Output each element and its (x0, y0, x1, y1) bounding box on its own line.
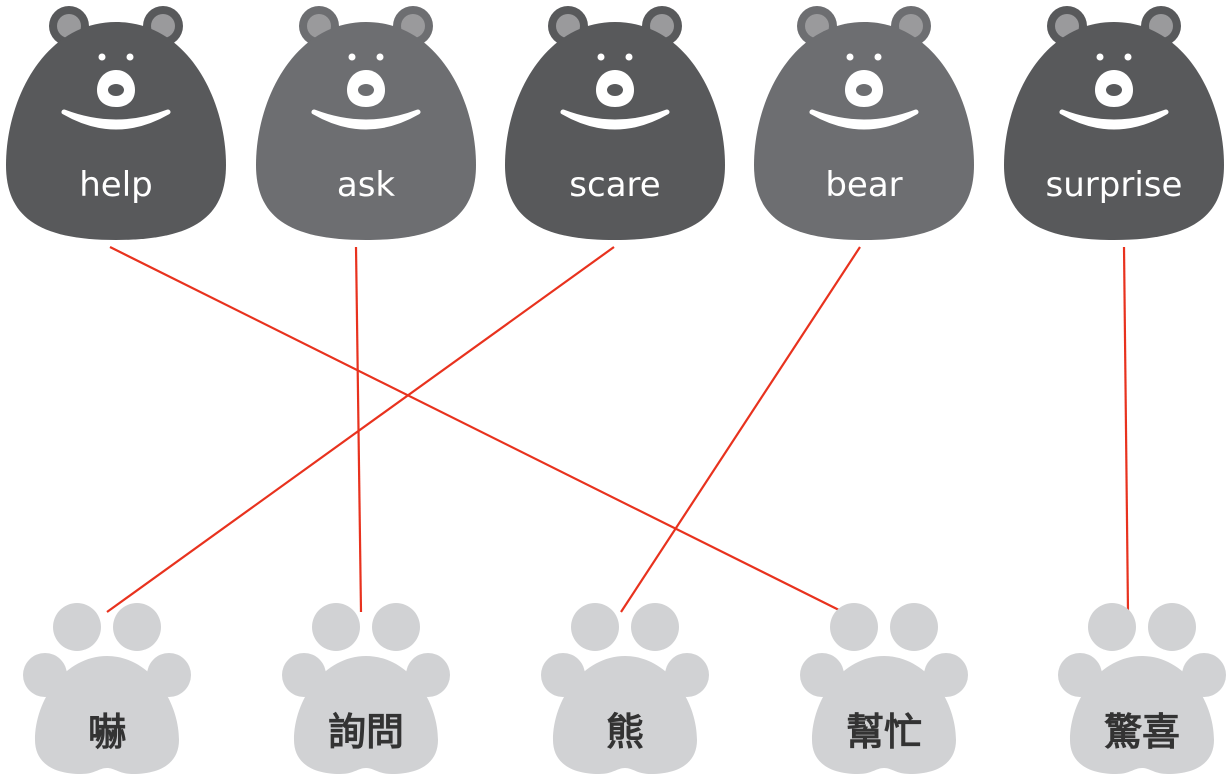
match-line-ask (354, 246, 363, 613)
bear-word-label: surprise (1046, 165, 1183, 205)
paw-print-icon (800, 603, 968, 774)
answer-lines (106, 246, 1130, 613)
paw-chinese-label: 幫忙 (846, 710, 922, 754)
bear-word-label: bear (825, 165, 902, 205)
paw-chinese-label: 驚喜 (1104, 710, 1180, 754)
bear-head-icon (505, 6, 725, 240)
paw-chinese-label: 詢問 (328, 710, 404, 754)
paw-card-3[interactable]: 熊 (541, 603, 709, 774)
bear-row: help ask scare bear surprise (6, 6, 1224, 240)
match-line-bear (620, 246, 861, 613)
paw-chinese-label: 嚇 (88, 710, 126, 754)
paw-print-icon (23, 603, 191, 774)
bear-head-icon (256, 6, 476, 240)
match-line-scare (106, 246, 615, 613)
paw-chinese-label: 熊 (606, 710, 644, 754)
bear-card-surprise[interactable]: surprise (1004, 6, 1224, 240)
paw-card-2[interactable]: 詢問 (282, 603, 450, 774)
match-line-help (109, 246, 844, 613)
paw-print-icon (541, 603, 709, 774)
paw-card-1[interactable]: 嚇 (23, 603, 191, 774)
bear-word-label: scare (569, 165, 660, 205)
paw-row: 嚇 詢問 熊 幫忙 驚喜 (23, 603, 1226, 774)
bear-word-label: help (79, 165, 153, 205)
bear-head-icon (1004, 6, 1224, 240)
bear-card-ask[interactable]: ask (256, 6, 476, 240)
paw-print-icon (282, 603, 450, 774)
bear-word-label: ask (337, 165, 396, 205)
bear-card-bear[interactable]: bear (754, 6, 974, 240)
bear-card-scare[interactable]: scare (505, 6, 725, 240)
bear-head-icon (6, 6, 226, 240)
bear-head-icon (754, 6, 974, 240)
paw-print-icon (1058, 603, 1226, 774)
paw-card-4[interactable]: 幫忙 (800, 603, 968, 774)
bear-card-help[interactable]: help (6, 6, 226, 240)
paw-card-5[interactable]: 驚喜 (1058, 603, 1226, 774)
match-line-surprise (1122, 246, 1130, 613)
